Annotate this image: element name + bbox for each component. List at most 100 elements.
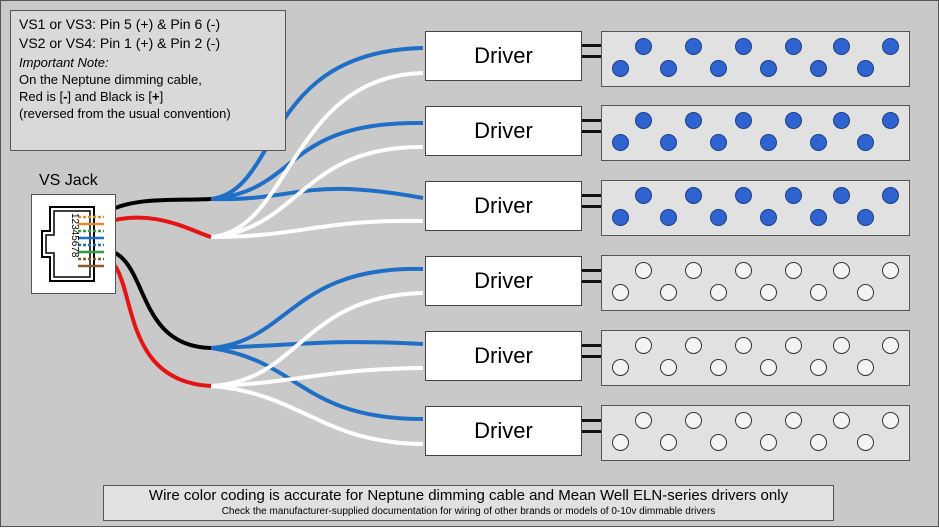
led-blue bbox=[612, 60, 629, 77]
blue-wire-6 bbox=[210, 346, 424, 421]
white-wire-1 bbox=[210, 71, 424, 239]
led-blue bbox=[735, 187, 752, 204]
led-white bbox=[685, 337, 702, 354]
led-blue bbox=[857, 134, 874, 151]
driver-3-pins bbox=[582, 194, 602, 208]
led-white bbox=[635, 262, 652, 279]
led-white bbox=[660, 434, 677, 451]
led-blue bbox=[660, 60, 677, 77]
led-white bbox=[612, 434, 629, 451]
led-strip-5 bbox=[601, 330, 910, 386]
led-white bbox=[635, 412, 652, 429]
led-white bbox=[810, 284, 827, 301]
led-blue bbox=[635, 112, 652, 129]
black-wire-1 bbox=[99, 197, 212, 217]
led-strip-6 bbox=[601, 405, 910, 461]
led-white bbox=[785, 412, 802, 429]
led-blue bbox=[833, 187, 850, 204]
led-white bbox=[760, 284, 777, 301]
led-white bbox=[760, 359, 777, 376]
black-wire-2 bbox=[100, 247, 212, 350]
led-white bbox=[882, 412, 899, 429]
led-strip-2 bbox=[601, 105, 910, 161]
note-line-vs2-vs4: VS2 or VS4: Pin 1 (+) & Pin 2 (-) bbox=[19, 35, 221, 51]
led-blue bbox=[635, 38, 652, 55]
white-wire-6 bbox=[210, 384, 424, 446]
note-line-cable: On the Neptune dimming cable, bbox=[19, 72, 202, 87]
led-blue bbox=[810, 209, 827, 226]
led-blue bbox=[735, 38, 752, 55]
led-white bbox=[635, 337, 652, 354]
driver-box-3: Driver bbox=[425, 181, 582, 231]
important-note-box: VS1 or VS3: Pin 5 (+) & Pin 6 (-) VS2 or… bbox=[10, 10, 286, 151]
blue-wire-4 bbox=[210, 266, 424, 350]
led-white bbox=[833, 412, 850, 429]
led-white bbox=[612, 284, 629, 301]
vs-jack: 12345678 bbox=[31, 194, 116, 294]
note-line-vs1-vs3: VS1 or VS3: Pin 5 (+) & Pin 6 (-) bbox=[19, 16, 221, 32]
led-blue bbox=[685, 112, 702, 129]
led-blue bbox=[882, 38, 899, 55]
important-note-title: Important Note: bbox=[19, 55, 109, 70]
led-white bbox=[710, 359, 727, 376]
led-white bbox=[810, 359, 827, 376]
led-blue bbox=[660, 209, 677, 226]
led-blue bbox=[785, 187, 802, 204]
led-white bbox=[735, 337, 752, 354]
led-blue bbox=[710, 60, 727, 77]
led-blue bbox=[710, 209, 727, 226]
driver-box-4: Driver bbox=[425, 256, 582, 306]
led-blue bbox=[833, 112, 850, 129]
driver-box-1: Driver bbox=[425, 31, 582, 81]
led-white bbox=[857, 284, 874, 301]
led-strip-1 bbox=[601, 31, 910, 87]
note-line-reversed: (reversed from the usual convention) bbox=[19, 106, 231, 121]
footer-line-2: Check the manufacturer-supplied document… bbox=[221, 506, 716, 517]
driver-box-5: Driver bbox=[425, 331, 582, 381]
driver-box-6: Driver bbox=[425, 406, 582, 456]
led-blue bbox=[760, 60, 777, 77]
led-blue bbox=[785, 112, 802, 129]
driver-5-pins bbox=[582, 344, 602, 358]
led-blue bbox=[882, 187, 899, 204]
led-white bbox=[710, 434, 727, 451]
led-white bbox=[857, 434, 874, 451]
led-white bbox=[785, 337, 802, 354]
led-white bbox=[882, 262, 899, 279]
led-white bbox=[612, 359, 629, 376]
led-white bbox=[685, 262, 702, 279]
led-white bbox=[735, 262, 752, 279]
led-blue bbox=[810, 60, 827, 77]
led-blue bbox=[857, 60, 874, 77]
led-blue bbox=[685, 38, 702, 55]
led-white bbox=[735, 412, 752, 429]
driver-2-pins bbox=[582, 119, 602, 133]
led-blue bbox=[882, 112, 899, 129]
driver-6-pins bbox=[582, 419, 602, 433]
led-blue bbox=[785, 38, 802, 55]
led-white bbox=[660, 359, 677, 376]
led-blue bbox=[612, 209, 629, 226]
led-blue bbox=[735, 112, 752, 129]
led-white bbox=[833, 337, 850, 354]
white-wire-2 bbox=[210, 144, 424, 239]
led-white bbox=[660, 284, 677, 301]
led-blue bbox=[685, 187, 702, 204]
led-blue bbox=[833, 38, 850, 55]
rj45-jack-icon: 12345678 bbox=[41, 206, 104, 282]
led-blue bbox=[857, 209, 874, 226]
driver-4-pins bbox=[582, 269, 602, 283]
led-blue bbox=[760, 134, 777, 151]
blue-wire-5 bbox=[210, 340, 424, 350]
led-blue bbox=[760, 209, 777, 226]
white-wire-4 bbox=[210, 291, 424, 388]
driver-1-pins bbox=[582, 44, 602, 58]
led-white bbox=[710, 284, 727, 301]
led-white bbox=[882, 337, 899, 354]
led-strip-3 bbox=[601, 180, 910, 236]
jack-pin-numbers: 12345678 bbox=[69, 213, 80, 258]
led-blue bbox=[710, 134, 727, 151]
vs-jack-label: VS Jack bbox=[39, 172, 98, 189]
